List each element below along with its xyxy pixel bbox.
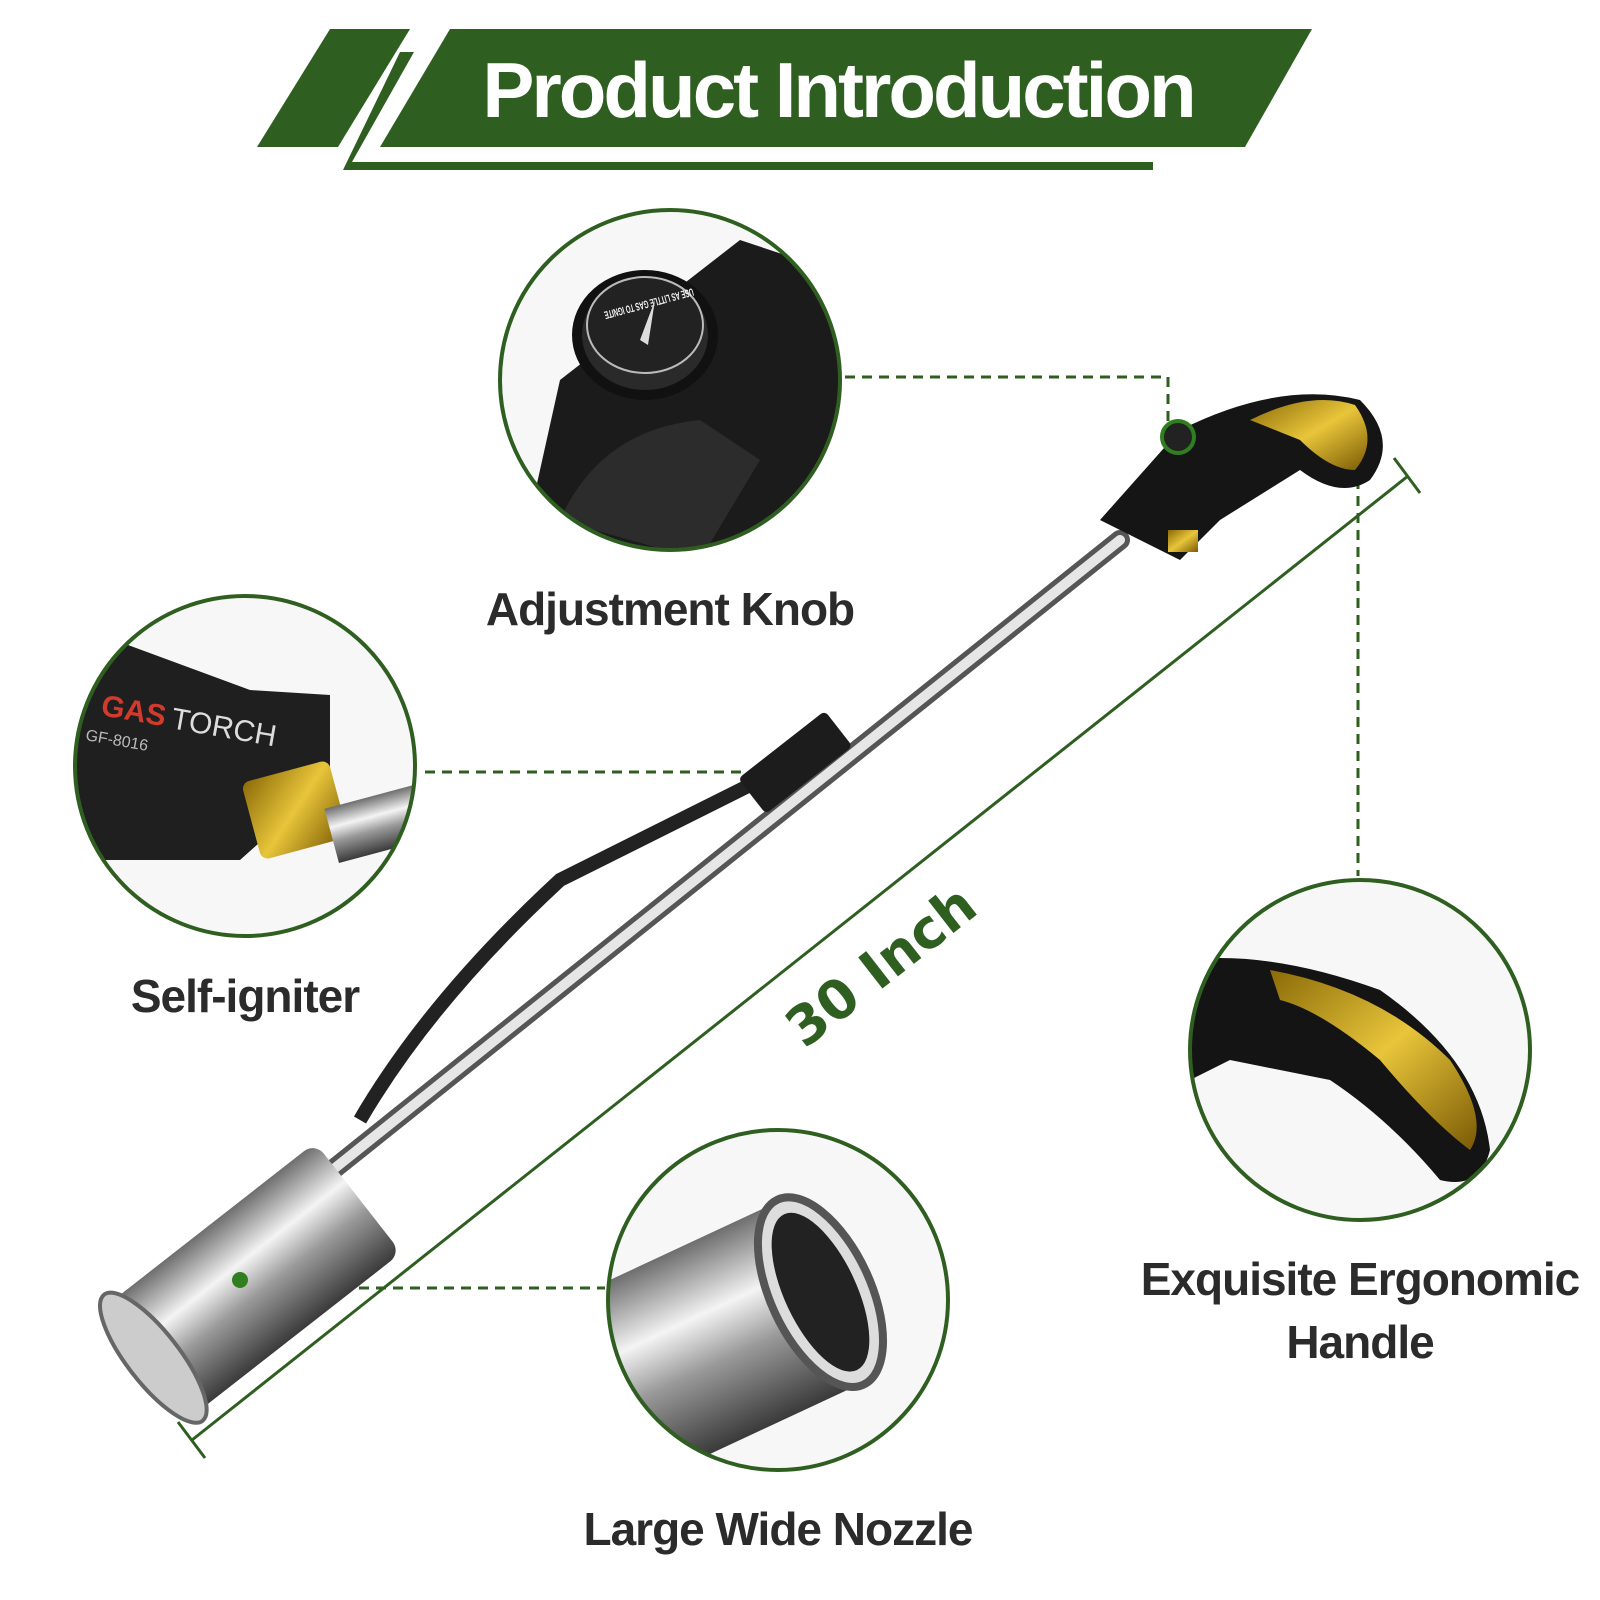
header-banner: Product Introduction <box>257 29 1312 170</box>
callout-knob: USE AS LITTLE GAS TO IGNITE Adjustment K… <box>486 208 855 635</box>
label-adjustment-knob: Adjustment Knob <box>486 583 854 635</box>
label-handle-line1: Exquisite Ergonomic <box>1141 1253 1580 1305</box>
label-large-wide-nozzle: Large Wide Nozzle <box>584 1503 973 1555</box>
label-self-igniter: Self-igniter <box>131 970 360 1022</box>
dimension-line <box>176 457 1422 1459</box>
callout-self-igniter: GAS TORCH GF-8016 Self-igniter <box>73 594 417 1022</box>
dimension-label: 30 Inch <box>774 873 988 1060</box>
callout-nozzle: Large Wide Nozzle <box>584 1128 974 1555</box>
nozzle-cylinder <box>97 1148 396 1425</box>
callout-handle: Exquisite Ergonomic Handle <box>1141 878 1581 1368</box>
label-handle-line2: Handle <box>1286 1316 1434 1368</box>
torch-product <box>97 394 1383 1425</box>
page-title: Product Introduction <box>482 46 1193 134</box>
igniter-body <box>740 712 851 812</box>
